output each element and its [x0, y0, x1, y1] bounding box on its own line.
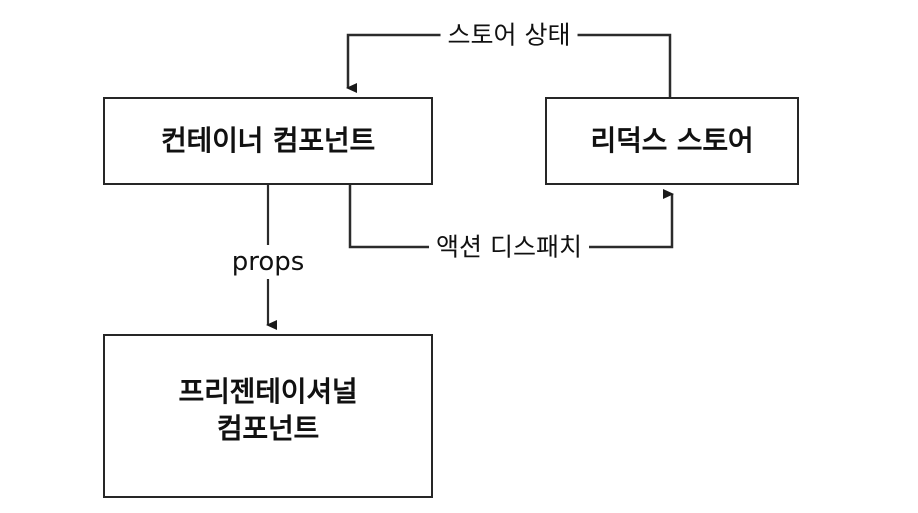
- edge-label-action-dispatch: 액션 디스패치: [429, 232, 589, 262]
- node-container-component-label: 컨테이너 컴포넌트: [160, 124, 376, 158]
- node-redux-store[interactable]: 리덕스 스토어: [545, 97, 799, 185]
- node-redux-store-label: 리덕스 스토어: [590, 124, 754, 158]
- node-container-component[interactable]: 컨테이너 컴포넌트: [103, 97, 433, 185]
- edge-label-store-state: 스토어 상태: [440, 20, 578, 50]
- edge-label-props: props: [223, 245, 313, 279]
- node-presentational-component[interactable]: 프리젠테이셔널 컴포넌트: [103, 334, 433, 498]
- node-presentational-component-label: 프리젠테이셔널 컴포넌트: [178, 374, 358, 445]
